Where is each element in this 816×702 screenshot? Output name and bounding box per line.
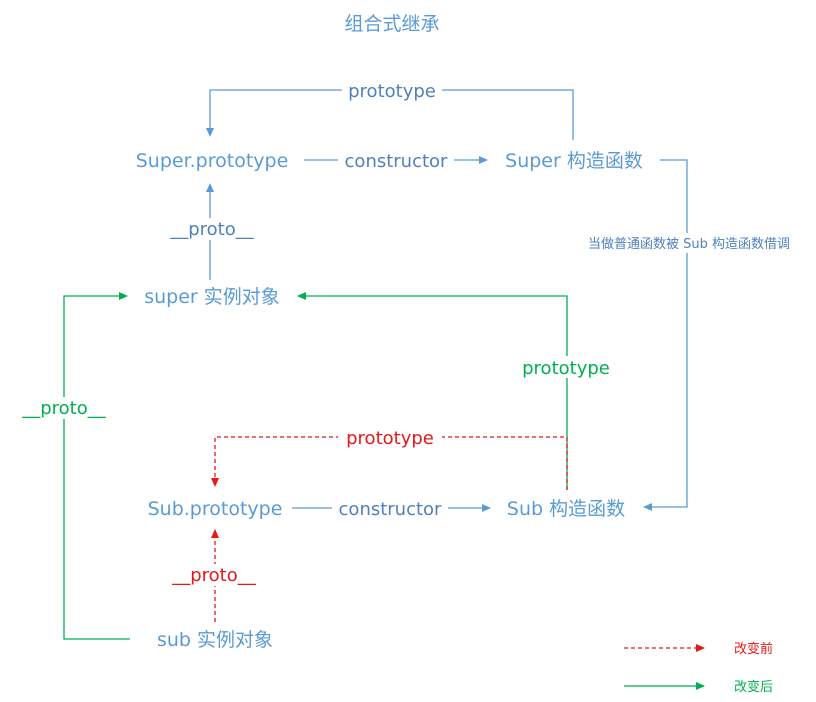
sub-constructor-label: constructor [339,499,443,520]
super-proto-label: __proto__ [169,219,255,240]
node-sub-prototype: Sub.prototype [148,498,283,520]
legend-after-label: 改变后 [734,679,773,695]
sub-prototype-new-label: prototype [522,358,610,379]
node-sub-instance: sub 实例对象 [157,629,273,651]
sub-prototype-new-arrow [297,292,568,490]
node-super-constructor: Super 构造函数 [505,150,643,172]
legend: 改变前 改变后 [624,641,773,695]
legend-before-label: 改变前 [734,641,773,657]
super-prototype-label: prototype [348,81,436,102]
sub-instance-proto-arrow [63,292,130,640]
borrow-arrow [643,159,688,511]
sub-proto-old-label: __proto__ [171,565,257,586]
sub-prototype-old-label: prototype [346,428,434,449]
node-super-instance: super 实例对象 [144,286,280,308]
diagram-title: 组合式继承 [344,13,439,35]
super-constructor-label: constructor [345,151,449,172]
sub-instance-proto-label: __proto__ [21,398,107,419]
sub-prototype-old-arrow [211,436,568,490]
node-sub-constructor: Sub 构造函数 [507,498,625,520]
borrow-note: 当做普通函数被 Sub 构造函数借调 [588,237,790,252]
node-super-prototype: Super.prototype [136,150,289,172]
